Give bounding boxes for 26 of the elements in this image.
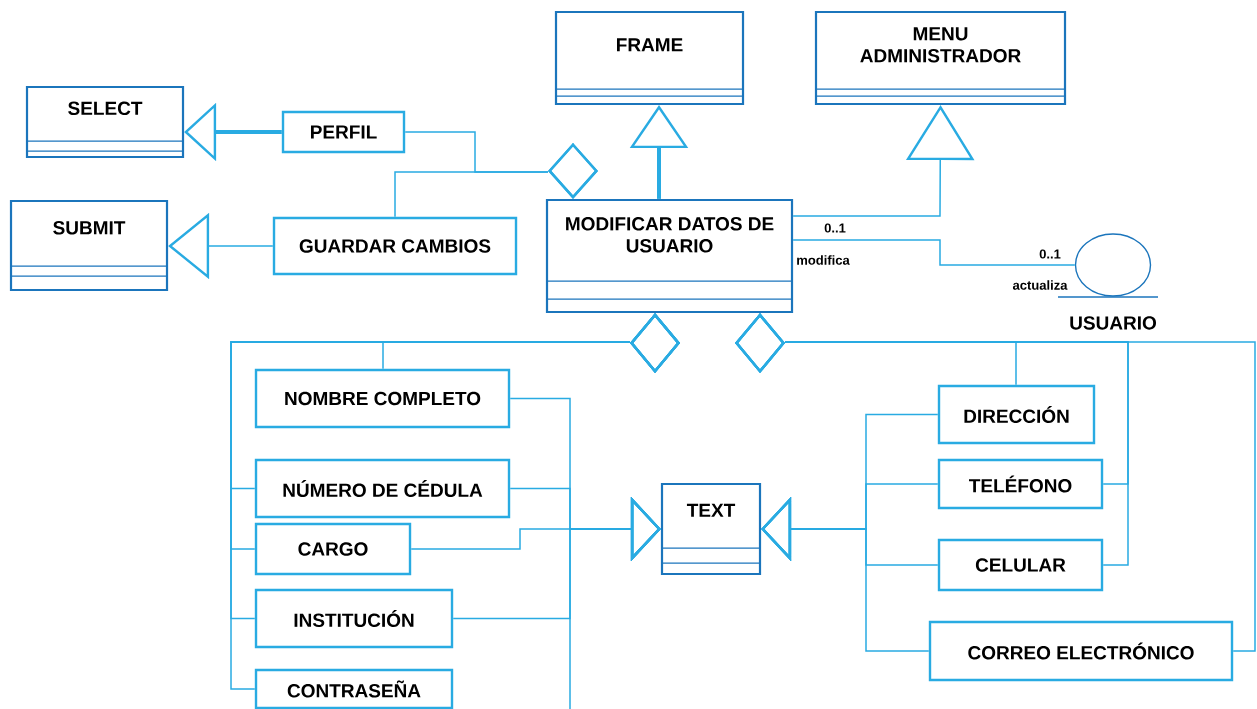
- aggregation-line: [394, 142, 598, 218]
- class-box: TEXT: [660, 482, 762, 576]
- class-box: MENU ADMINISTRADOR: [814, 10, 1067, 106]
- attribute-box: CELULAR: [937, 538, 1104, 592]
- attribute-box: NÚMERO DE CÉDULA: [254, 458, 511, 519]
- attribute-box: GUARDAR CAMBIOS: [272, 216, 518, 276]
- class-box: SUBMIT: [9, 199, 169, 292]
- attribute-box: CONTRASEÑA: [254, 668, 454, 709]
- multiplicity-label: 0..1: [824, 223, 846, 233]
- class-box: SELECT: [25, 85, 185, 159]
- attribute-box: CORREO ELECTRÓNICO: [928, 620, 1234, 682]
- class-box: MODIFICAR DATOS DE USUARIO: [545, 198, 794, 314]
- attribute-box: PERFIL: [281, 110, 406, 154]
- attribute-box: NOMBRE COMPLETO: [254, 368, 511, 429]
- attribute-box: INSTITUCIÓN: [254, 588, 454, 649]
- class-box: FRAME: [554, 10, 745, 106]
- aggregation-line: [735, 313, 1256, 652]
- multiplicity-label: 0..1: [1038, 248, 1062, 260]
- edge-label: modifica: [795, 254, 851, 266]
- attribute-box: TELÉFONO: [937, 458, 1104, 510]
- aggregation-line: [230, 313, 680, 690]
- generalization-arrow: [569, 496, 661, 709]
- role-label: actualiza: [1011, 279, 1069, 291]
- attribute-box: CARGO: [254, 522, 412, 576]
- association-line: [792, 239, 1076, 266]
- attribute-box: DIRECCIÓN: [937, 384, 1096, 445]
